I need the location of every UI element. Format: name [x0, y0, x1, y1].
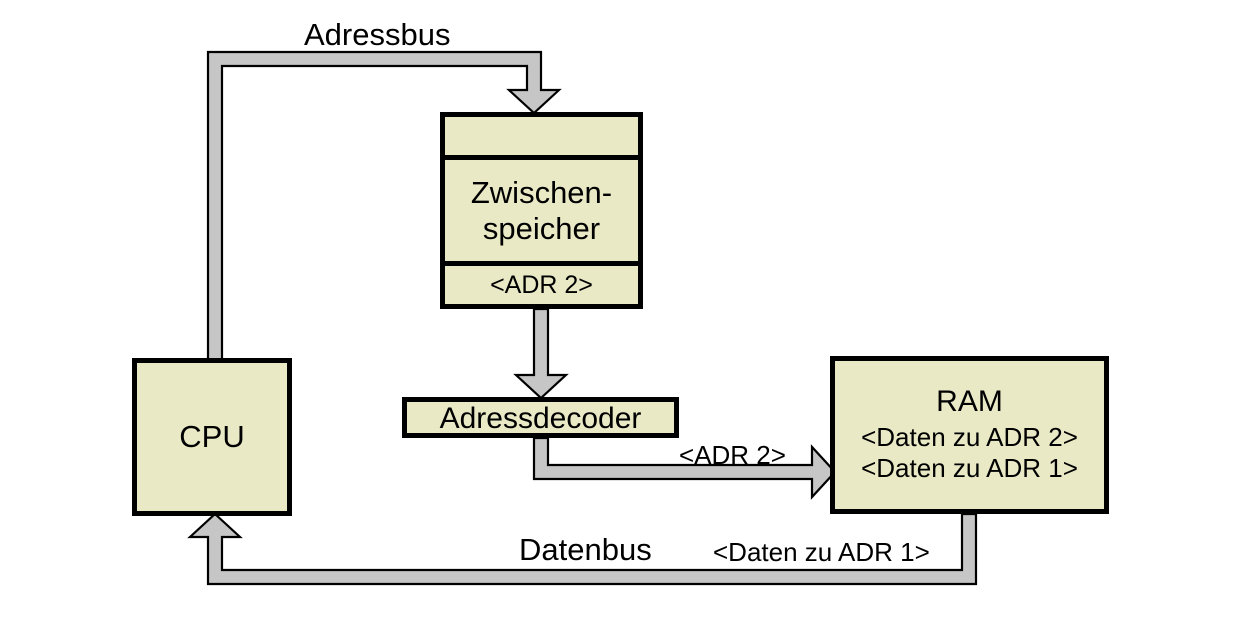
address-decoder-label: Adressdecoder — [439, 402, 642, 435]
data-bus-path — [187, 512, 978, 586]
ram-data-line-1: <Daten zu ADR 2> — [861, 421, 1078, 452]
buffer-to-decoder-bus — [513, 307, 569, 400]
buffer-block[interactable]: Zwischen- speicher <ADR 2> — [440, 112, 643, 309]
ram-block[interactable]: RAM <Daten zu ADR 2> <Daten zu ADR 1> — [830, 356, 1109, 514]
buffer-divider-bottom — [445, 261, 638, 266]
buffer-divider-top — [445, 155, 638, 160]
ram-content: RAM <Daten zu ADR 2> <Daten zu ADR 1> — [835, 361, 1104, 509]
address-decoder-block[interactable]: Adressdecoder — [402, 397, 679, 438]
buffer-top-section — [445, 117, 638, 155]
buffer-label: Zwischen- speicher — [470, 174, 613, 246]
cpu-block[interactable]: CPU — [132, 358, 292, 516]
ram-data-line-2: <Daten zu ADR 1> — [861, 453, 1078, 484]
data-bus-label: Datenbus — [519, 532, 652, 567]
ram-title: RAM — [936, 384, 1003, 418]
decoder-to-ram-bus-label: <ADR 2> — [679, 440, 786, 470]
decoder-to-ram-bus — [532, 436, 837, 500]
data-bus-payload-label: <Daten zu ADR 1> — [713, 537, 930, 567]
address-bus-path — [206, 50, 562, 362]
buffer-value: <ADR 2> — [490, 270, 593, 299]
address-bus-label: Adressbus — [304, 17, 451, 52]
cpu-label: CPU — [179, 419, 245, 455]
